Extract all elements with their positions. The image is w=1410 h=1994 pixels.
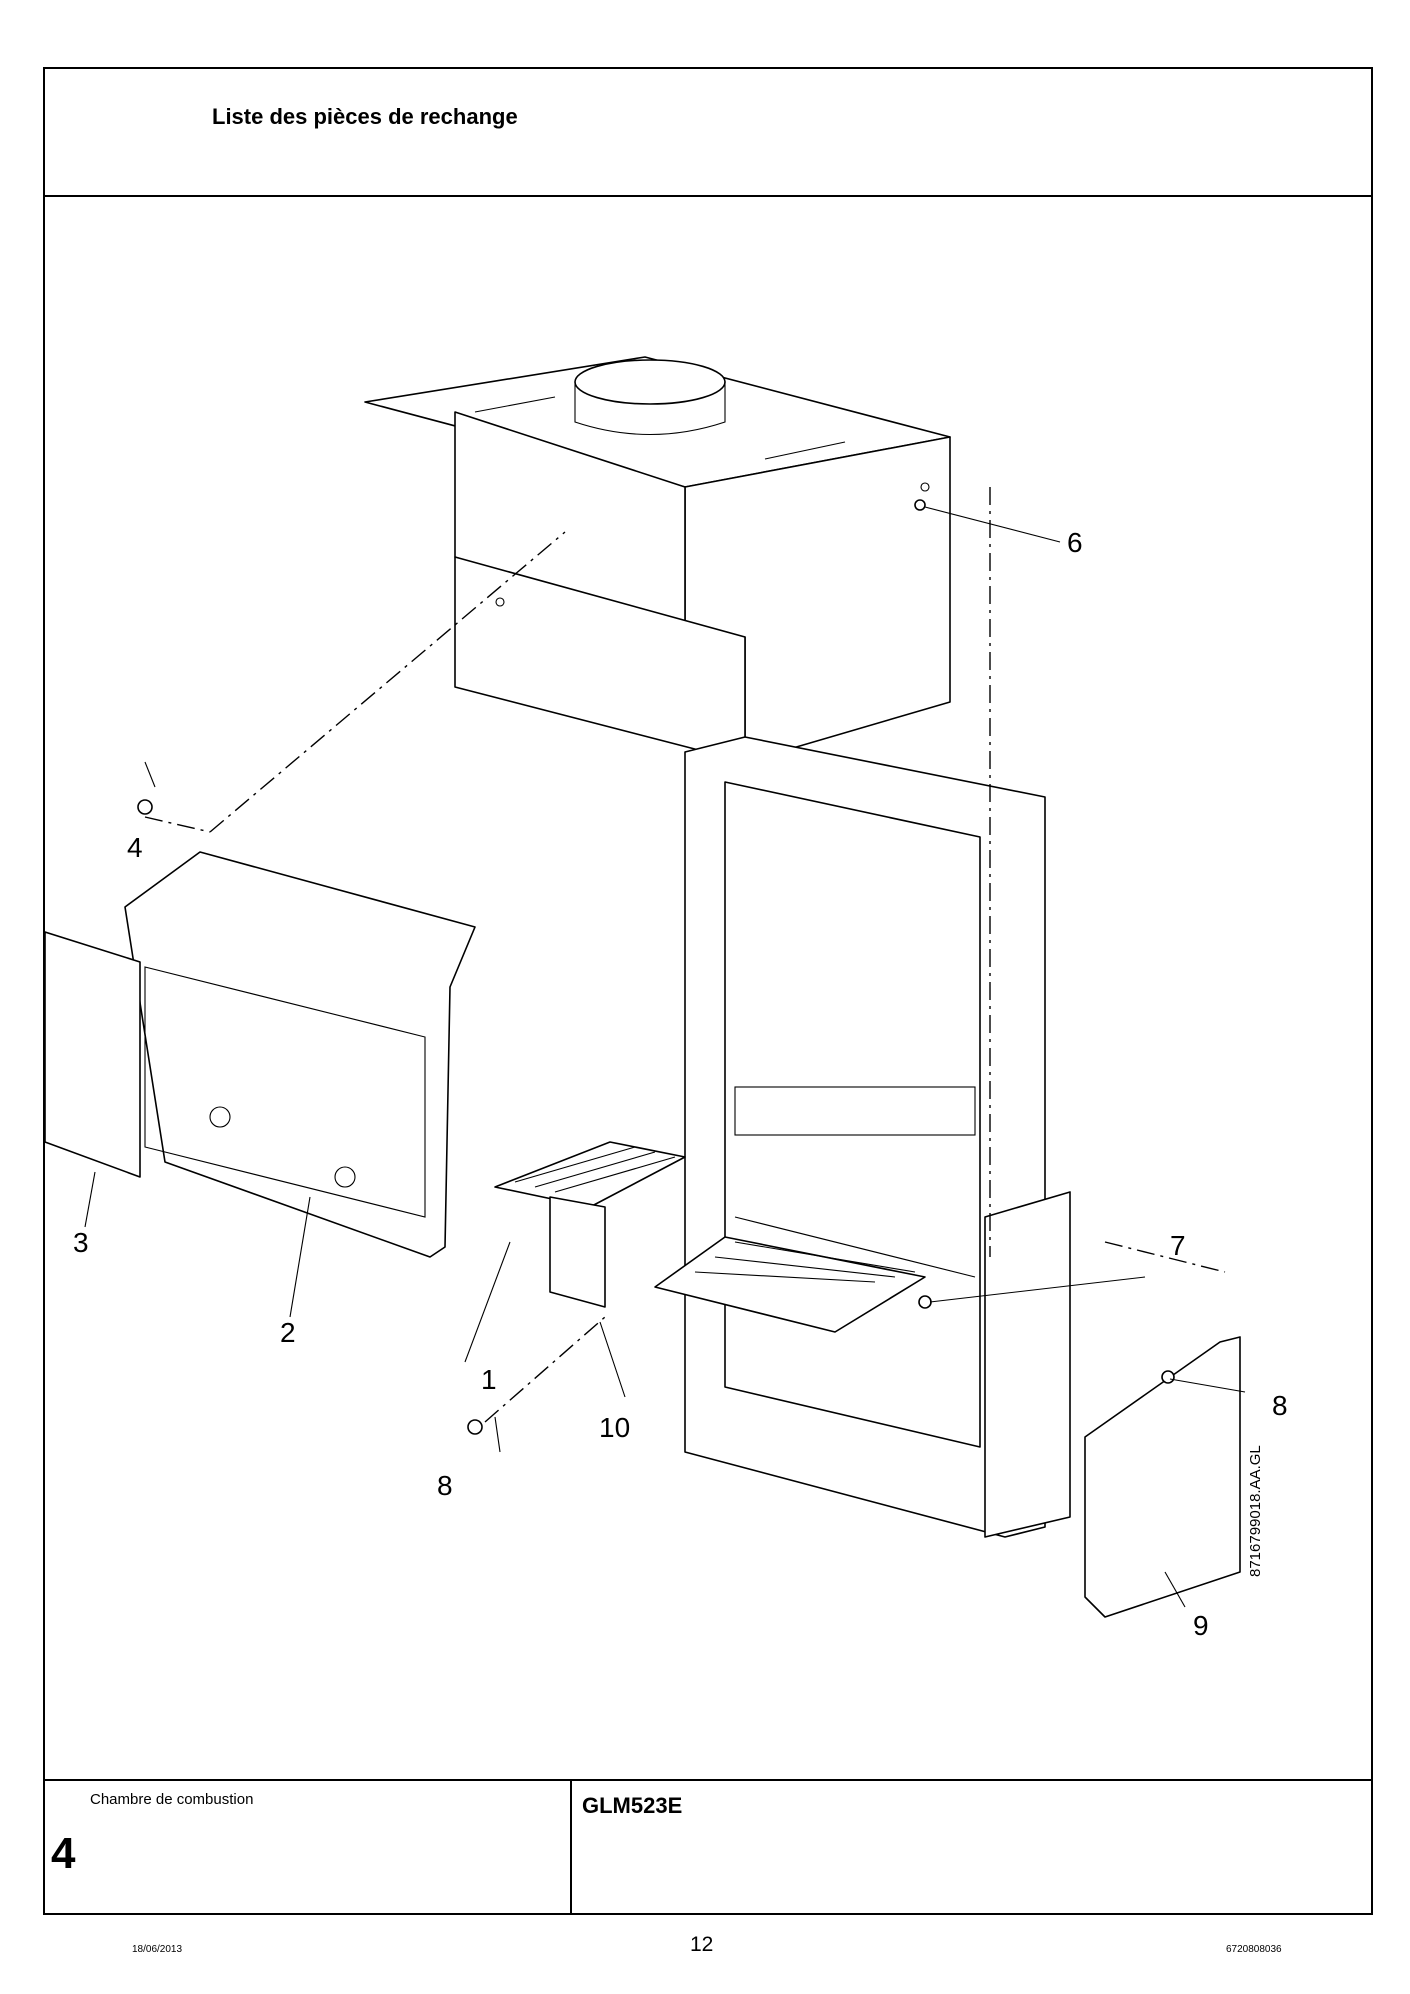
assembly-line-screw-4 — [144, 816, 211, 833]
leader-line — [1164, 1571, 1186, 1608]
leader-line — [84, 1171, 96, 1228]
callout-8-left: 8 — [437, 1470, 453, 1501]
callout-6: 6 — [1067, 527, 1083, 558]
footer-left-cell: Chambre de combustion 4 — [45, 1781, 572, 1913]
section-caption: Chambre de combustion — [90, 1791, 254, 1808]
page-number: 12 — [690, 1933, 714, 1956]
model-name: GLM523E — [582, 1793, 683, 1818]
side-panel — [984, 1191, 1241, 1618]
callout-7: 7 — [1170, 1230, 1186, 1261]
leader-line — [144, 761, 156, 788]
screw-icon — [137, 799, 153, 815]
callout-8-right: 8 — [1272, 1390, 1288, 1421]
section-number: 4 — [51, 1829, 76, 1878]
flue-hood — [364, 356, 951, 763]
callout-2: 2 — [280, 1317, 296, 1348]
header: Liste des pièces de rechange — [45, 69, 1371, 197]
callout-4: 4 — [127, 832, 143, 863]
page-title: Liste des pièces de rechange — [212, 104, 518, 129]
leader-line — [289, 1196, 311, 1318]
callout-1: 1 — [481, 1364, 497, 1395]
assembly-line-side — [1104, 1241, 1226, 1273]
leader-line — [464, 1241, 511, 1363]
leader-line — [924, 506, 1061, 543]
assembly-line-left — [209, 531, 566, 833]
exploded-view-drawing: 1 2 3 4 6 7 8 8 9 10 8716799018.AA.GL — [45, 356, 1288, 1641]
leader-line — [929, 1276, 1146, 1303]
bracket — [549, 1196, 606, 1308]
document-code: 6720808036 — [1226, 1944, 1282, 1955]
clip-icon — [918, 1295, 932, 1309]
drawing-area: 1 2 3 4 6 7 8 8 9 10 8716799018.AA.GL — [45, 197, 1371, 1787]
leader-line — [599, 1321, 626, 1398]
callout-3: 3 — [73, 1227, 89, 1258]
figure-code: 8716799018.AA.GL — [1247, 1445, 1264, 1577]
callout-10: 10 — [599, 1412, 630, 1443]
front-panel — [45, 851, 476, 1258]
document-sheet: Liste des pièces de rechange — [43, 67, 1373, 1915]
callout-9: 9 — [1193, 1610, 1209, 1641]
screw-icon — [1161, 1370, 1175, 1384]
leader-line — [1169, 1378, 1246, 1393]
leader-line — [494, 1416, 501, 1453]
footer: Chambre de combustion 4 GLM523E — [45, 1779, 1371, 1913]
screw-icon — [467, 1419, 483, 1435]
assembly-line-screw-8 — [484, 1316, 606, 1423]
screw-icon — [914, 499, 926, 511]
print-date: 18/06/2013 — [132, 1944, 183, 1955]
burner-grid — [494, 1141, 926, 1333]
